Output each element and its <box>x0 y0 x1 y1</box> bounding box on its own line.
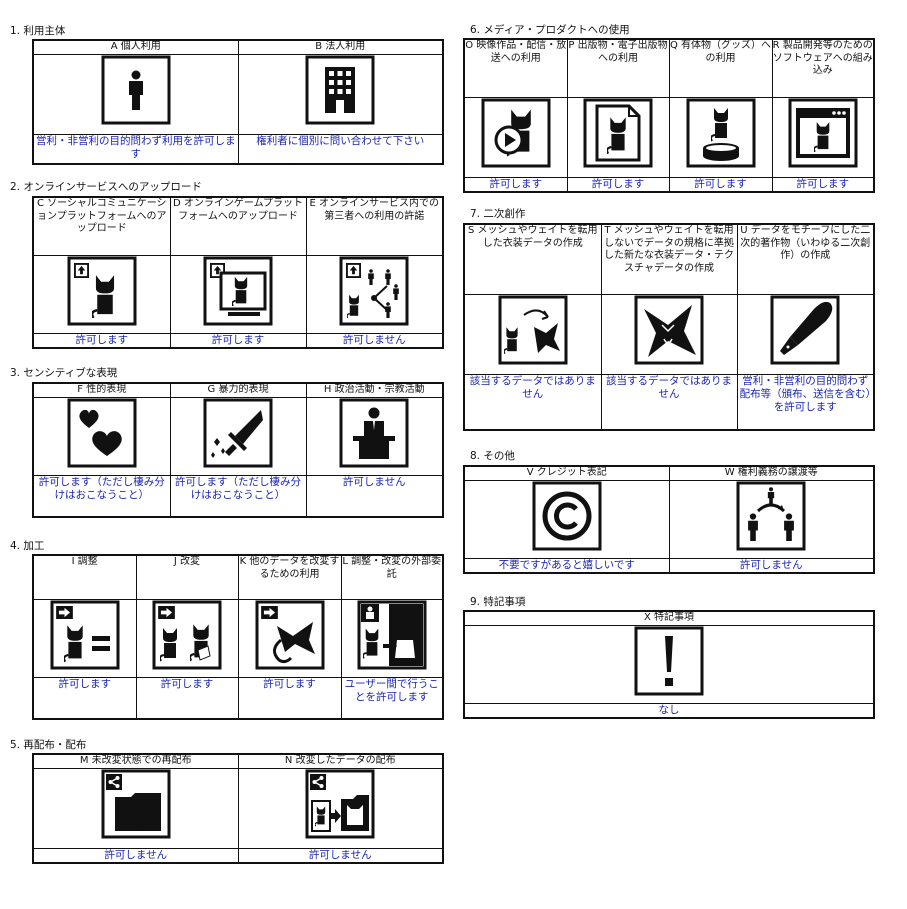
col-label: G 暴力的表現 <box>169 382 307 398</box>
hearts-icon <box>67 398 137 467</box>
document-cat-icon <box>583 98 653 167</box>
col-label: O 映像作品・配信・放送への利用 <box>463 38 568 98</box>
col-result: 許可しません <box>668 557 875 573</box>
col-result: 許可します <box>135 676 239 720</box>
col-label: E オンラインサービス内での第三者への利用の許諾 <box>305 196 444 256</box>
col-result: 該当するデータではありません <box>600 373 738 431</box>
col-label: A 個人利用 <box>32 39 239 55</box>
col-result: 許可します <box>566 176 670 192</box>
share-folder-cat-icon <box>101 769 171 838</box>
upload-share-people-icon <box>339 256 409 325</box>
section-1-table: A 個人利用 B 法人利用 営利・非営利の目的問わず利用を許可します 権利者に個… <box>32 39 444 165</box>
col-result: 許可します <box>668 176 773 192</box>
cat-cloth-icon <box>498 295 568 364</box>
copyright-icon <box>532 481 602 550</box>
section-8-title: 8. その他 <box>470 450 515 462</box>
section-7-title: 7. 二次創作 <box>470 208 526 220</box>
col-label: X 特記事項 <box>463 610 875 626</box>
col-result: 不要ですがあると嬉しいです <box>463 557 670 573</box>
figure-cat-icon <box>686 98 755 167</box>
section-4-table: I 調整 J 改変 K 他のデータを改変するための利用 L 調整・改変の外部委託… <box>32 554 444 720</box>
col-result: 営利・非営利の目的問わず利用を許可します <box>32 133 239 165</box>
section-2-table: C ソーシャルコミュニケーションプラットフォームへのアップロード D オンライン… <box>32 196 444 349</box>
col-result: 許可します <box>771 176 875 192</box>
arrow-bowtie-icon <box>255 600 324 669</box>
col-result: 許可します <box>169 332 307 348</box>
person-icon <box>101 55 171 124</box>
section-2-title: 2. オンラインサービスへのアップロード <box>10 181 202 193</box>
col-result: 権利者に個別に問い合わせて下さい <box>237 133 444 165</box>
video-cat-icon <box>481 98 551 167</box>
col-label: W 権利義務の譲渡等 <box>668 465 875 481</box>
share-folder-modified-icon <box>305 769 375 838</box>
outsource-cat-icon <box>357 600 427 669</box>
col-result: ユーザー間で行うことを許可します <box>340 676 444 720</box>
col-result: なし <box>463 702 875 718</box>
col-label: J 改変 <box>135 554 239 600</box>
section-7-table: S メッシュやウェイトを転用した衣装データの作成 T メッシュやウェイトを転用し… <box>463 223 875 431</box>
col-label: B 法人利用 <box>237 39 444 55</box>
col-label: H 政治活動・宗教活動 <box>305 382 444 398</box>
knife-blood-icon <box>203 398 273 467</box>
col-result: 許可します <box>32 676 137 720</box>
section-4-title: 4. 加工 <box>10 540 45 552</box>
section-9-title: 9. 特記事項 <box>470 596 526 608</box>
section-5-title: 5. 再配布・配布 <box>10 739 87 751</box>
col-result: 許可しません <box>32 847 239 863</box>
col-label: S メッシュやウェイトを転用した衣装データの作成 <box>463 223 602 295</box>
col-label: L 調整・改変の外部委託 <box>340 554 444 600</box>
section-8-table: V クレジット表記 W 権利義務の譲渡等 不要ですがあると嬉しいです 許可しませ… <box>463 465 875 574</box>
col-label: Q 有体物（グッズ）への利用 <box>668 38 773 98</box>
podium-speaker-icon <box>339 398 409 467</box>
col-label: C ソーシャルコミュニケーションプラットフォームへのアップロード <box>32 196 171 256</box>
col-label: R 製品開発等のためのソフトウェアへの組み込み <box>771 38 875 98</box>
col-result: 許可しません <box>305 332 444 348</box>
arrow-cat-modified-icon <box>152 600 222 669</box>
col-result: 許可します <box>463 176 568 192</box>
section-5-table: M 未改変状態での再配布 N 改変したデータの配布 許可しません 許可しません <box>32 753 444 864</box>
section-3-table: F 性的表現 G 暴力的表現 H 政治活動・宗教活動 許可します（ただし棲み分け… <box>32 382 444 518</box>
exclamation-icon <box>634 626 704 695</box>
col-label: K 他のデータを改変するための利用 <box>237 554 342 600</box>
software-window-cat-icon <box>788 98 858 167</box>
transfer-people-icon <box>736 481 806 550</box>
building-icon <box>305 55 375 124</box>
section-6-table: O 映像作品・配信・放送への利用 P 出版物・電子出版物への利用 Q 有体物（グ… <box>463 38 875 193</box>
col-result: 許可しません <box>237 847 444 863</box>
col-result: 営利・非営利の目的問わず配布等（頒布、送信を含む）を許可します <box>736 373 875 431</box>
col-label: U データをモチーフにした二次的著作物（いわゆる二次創作）の作成 <box>736 223 875 295</box>
section-6-title: 6. メディア・プロダクトへの使用 <box>470 24 630 36</box>
cloth-icon <box>634 295 704 364</box>
section-9-table: X 特記事項 なし <box>463 610 875 719</box>
section-3-title: 3. センシティブな表現 <box>10 367 118 379</box>
col-result: 許可します（ただし棲み分けはおこなうこと） <box>32 474 171 518</box>
upload-cat-icon <box>67 256 137 325</box>
col-label: T メッシュやウェイトを転用しないでデータの規格に準拠した新たな衣装データ・テク… <box>600 223 738 295</box>
section-1-title: 1. 利用主体 <box>10 25 66 37</box>
upload-monitor-cat-icon <box>203 256 273 325</box>
col-label: F 性的表現 <box>32 382 171 398</box>
col-label: N 改変したデータの配布 <box>237 753 444 769</box>
col-label: V クレジット表記 <box>463 465 670 481</box>
col-label: M 未改変状態での再配布 <box>32 753 239 769</box>
pen-icon <box>770 295 840 364</box>
col-result: 該当するデータではありません <box>463 373 602 431</box>
col-label: P 出版物・電子出版物への利用 <box>566 38 670 98</box>
col-label: I 調整 <box>32 554 137 600</box>
col-result: 許可します <box>32 332 171 348</box>
arrow-cat-equal-icon <box>50 600 120 669</box>
col-result: 許可しません <box>305 474 444 518</box>
col-result: 許可します（ただし棲み分けはおこなうこと） <box>169 474 307 518</box>
col-label: D オンラインゲームプラットフォームへのアップロード <box>169 196 307 256</box>
col-result: 許可します <box>237 676 342 720</box>
